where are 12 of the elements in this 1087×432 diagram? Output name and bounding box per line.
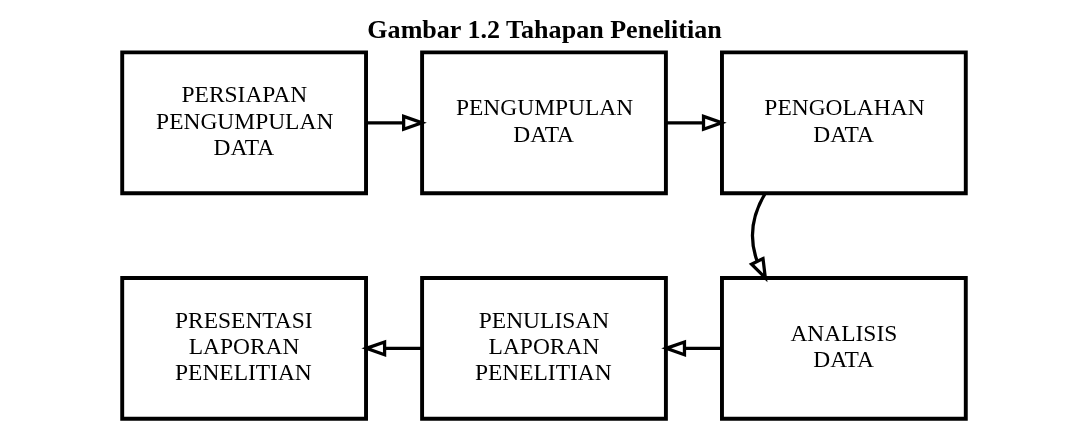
- arrow: [748, 192, 767, 283]
- node-box: PRESENTASI LAPORAN PENELITIAN: [119, 275, 368, 421]
- node-box: PENULISAN LAPORAN PENELITIAN: [419, 275, 668, 421]
- node-box: ANALISIS DATA: [719, 275, 968, 421]
- node-box: PENGOLAHAN DATA: [719, 50, 968, 196]
- arrow: [665, 114, 727, 132]
- arrow: [365, 114, 427, 132]
- node-box: PERSIAPAN PENGUMPULAN DATA: [119, 50, 368, 196]
- node-box: PENGUMPULAN DATA: [419, 50, 668, 196]
- arrow: [360, 339, 422, 358]
- diagram-title: Gambar 1.2 Tahapan Penelitian: [366, 15, 722, 45]
- arrow: [660, 339, 722, 358]
